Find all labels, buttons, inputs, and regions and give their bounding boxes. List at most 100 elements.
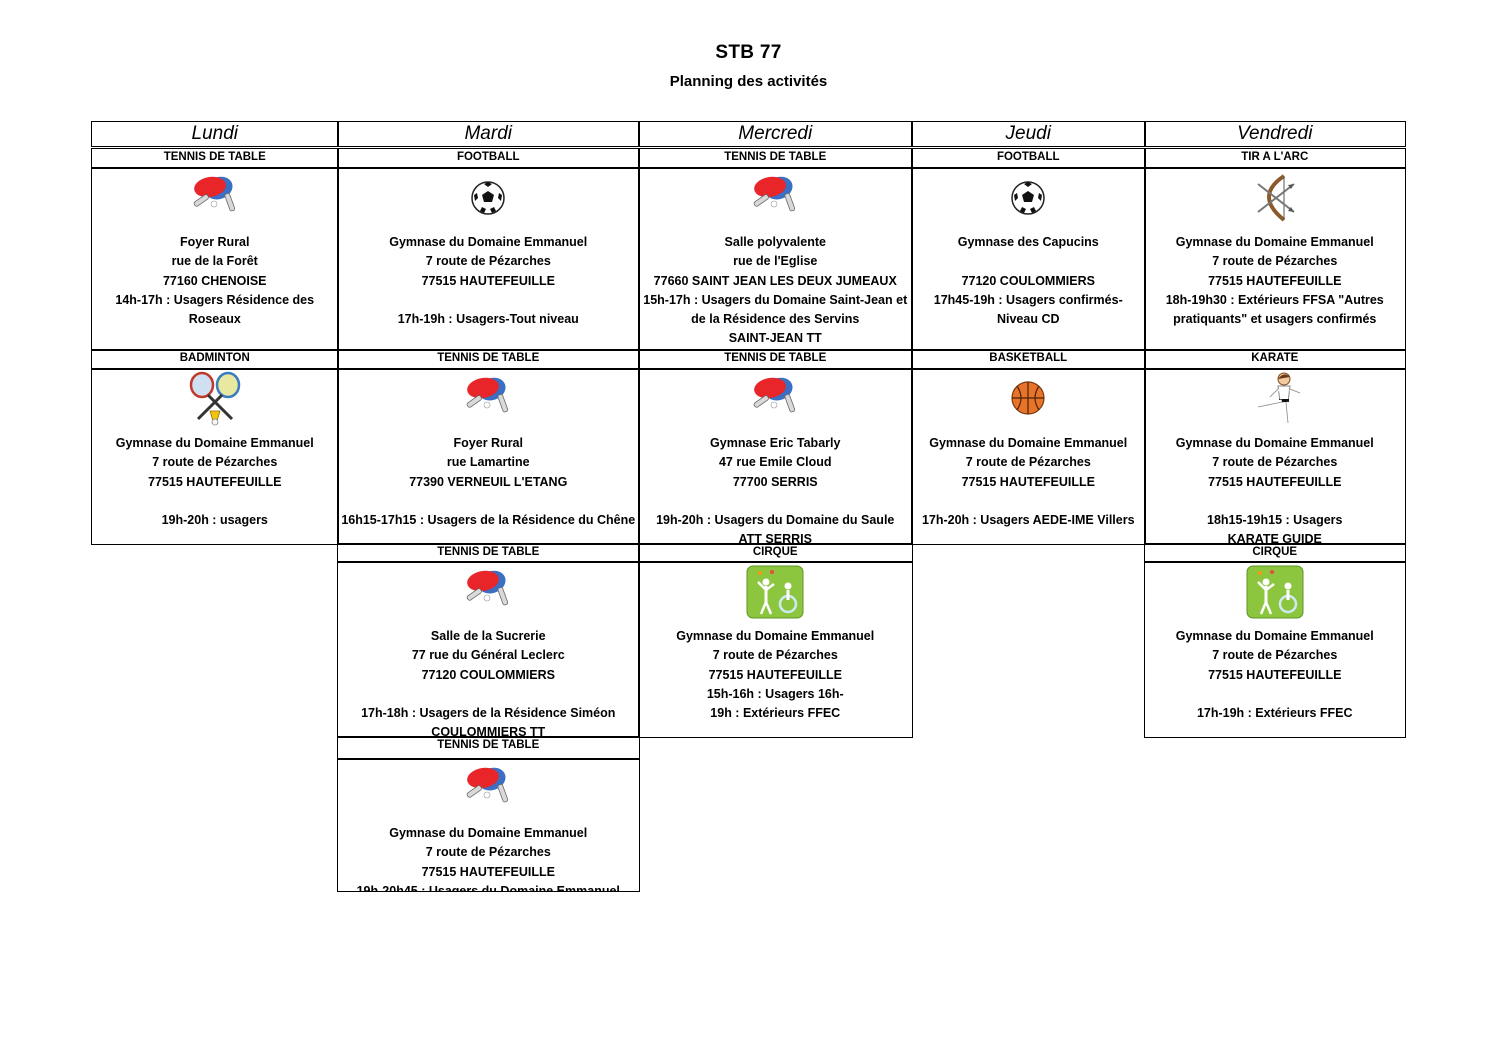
activity-detail-line: 77120 COULOMMIERS bbox=[421, 667, 555, 682]
activity-detail-line: 15h-17h : Usagers du Domaine Saint-Jean … bbox=[643, 292, 908, 307]
activity-sport-label: TENNIS DE TABLE bbox=[638, 349, 913, 370]
activity-detail-line: Gymnase du Domaine Emmanuel bbox=[115, 436, 314, 450]
activity-detail-line: 17h-20h : Usagers AEDE-IME Villers bbox=[921, 513, 1135, 528]
activity-cell: Gymnase Eric Tabarly 47 rue Emile Cloud 77… bbox=[638, 368, 913, 545]
day-header-mardi: Mardi bbox=[337, 121, 640, 147]
activity-detail-line: Roseaux bbox=[188, 312, 241, 327]
badminton-icon bbox=[184, 371, 246, 427]
activity-cell: Salle polyvalente rue de l'Eglise 77660 SA… bbox=[638, 167, 913, 351]
activity-detail-line bbox=[639, 492, 912, 511]
activity-detail-line: 18h-19h30 : Extérieurs FFSA "Autres bbox=[1165, 292, 1384, 307]
activity-cell: Salle de la Sucrerie 77 rue du Général Le… bbox=[337, 561, 640, 738]
activity-detail-line: rue de l'Eglise bbox=[733, 254, 818, 269]
activity-detail-line: 7 route de Pézarches bbox=[712, 648, 838, 663]
activity-detail-line: 77515 HAUTEFEUILLE bbox=[1208, 273, 1342, 288]
activity-detail-line: Salle polyvalente bbox=[724, 235, 826, 249]
activity-sport-label: FOOTBALL bbox=[337, 148, 640, 169]
activity-detail-line: Gymnase du Domaine Emmanuel bbox=[1175, 436, 1374, 450]
activity-detail-line: 77700 SERRIS bbox=[732, 474, 818, 489]
activity-details: Gymnase du Domaine Emmanuel 7 route de Pé… bbox=[639, 627, 912, 723]
day-header-mercredi: Mercredi bbox=[638, 121, 913, 147]
activity-cell: Gymnase du Domaine Emmanuel 7 route de Pé… bbox=[1144, 167, 1406, 351]
activity-detail-line: Foyer Rural bbox=[453, 436, 523, 450]
activity-detail-line: 7 route de Pézarches bbox=[1212, 254, 1338, 269]
activity-detail-line: pratiquants" et usagers confirmés bbox=[1173, 312, 1377, 327]
activity-detail-line: 7 route de Pézarches bbox=[152, 455, 278, 470]
activity-detail-line: 7 route de Pézarches bbox=[965, 455, 1091, 470]
circus-icon bbox=[744, 564, 806, 620]
ping-pong-icon bbox=[457, 761, 519, 817]
day-header-vendredi: Vendredi bbox=[1144, 121, 1406, 147]
activity-detail-line: ATT SERRIS bbox=[738, 532, 812, 545]
day-header-jeudi: Jeudi bbox=[911, 121, 1146, 147]
activity-sport-label: TENNIS DE TABLE bbox=[337, 736, 640, 760]
activity-detail-line bbox=[338, 291, 639, 310]
activity-detail-line: Gymnase du Domaine Emmanuel bbox=[389, 235, 588, 249]
soccer-ball-icon bbox=[997, 170, 1059, 226]
activity-cell: Gymnase du Domaine Emmanuel 7 route de Pé… bbox=[911, 368, 1146, 545]
activity-detail-line: Niveau CD bbox=[996, 312, 1060, 327]
activity-detail-line bbox=[92, 492, 338, 511]
activity-detail-line: Gymnase du Domaine Emmanuel bbox=[389, 826, 588, 840]
activity-detail-line: COULOMMIERS TT bbox=[431, 725, 546, 738]
activity-detail-line: 17h-18h : Usagers de la Résidence Siméon bbox=[361, 706, 616, 721]
activity-detail-line: 77515 HAUTEFEUILLE bbox=[961, 474, 1095, 489]
activity-detail-line: 19h : Extérieurs FFEC bbox=[710, 706, 841, 721]
day-header-lundi: Lundi bbox=[91, 121, 339, 147]
activity-detail-line: 16h15-17h15 : Usagers de la Résidence du… bbox=[341, 513, 636, 528]
activity-detail-line: 77160 CHENOISE bbox=[162, 273, 267, 288]
activity-details: Salle polyvalente rue de l'Eglise 77660 SA… bbox=[639, 233, 912, 349]
activity-detail-line: 77515 HAUTEFEUILLE bbox=[421, 864, 555, 879]
activity-detail-line: 18h15-19h15 : Usagers bbox=[1207, 513, 1343, 528]
ping-pong-icon bbox=[184, 170, 246, 226]
activity-detail-line: 47 rue Emile Cloud bbox=[718, 455, 832, 470]
bow-arrow-icon bbox=[1244, 170, 1306, 226]
activity-detail-line: Gymnase du Domaine Emmanuel bbox=[676, 629, 875, 643]
activity-detail-line bbox=[1145, 492, 1405, 511]
activity-detail-line: 17h-19h : Extérieurs FFEC bbox=[1196, 706, 1353, 721]
activity-details: Gymnase Eric Tabarly 47 rue Emile Cloud 77… bbox=[639, 434, 912, 545]
activity-detail-line: 77660 SAINT JEAN LES DEUX JUMEAUX bbox=[653, 273, 897, 288]
activity-sport-label: TIR A L'ARC bbox=[1144, 148, 1406, 169]
activity-detail-line: 77515 HAUTEFEUILLE bbox=[1208, 474, 1342, 489]
activity-sport-label: BASKETBALL bbox=[911, 349, 1146, 370]
activity-detail-line: 7 route de Pézarches bbox=[425, 254, 551, 269]
soccer-ball-icon bbox=[457, 170, 519, 226]
activity-detail-line: rue de la Forêt bbox=[171, 254, 258, 269]
activity-detail-line: 77 rue du Général Leclerc bbox=[411, 648, 565, 663]
circus-icon bbox=[1244, 564, 1306, 620]
activity-detail-line: 19h-20h : Usagers du Domaine du Saule bbox=[656, 513, 895, 528]
activity-detail-line: 19h-20h45 : Usagers du Domaine Emmanuel bbox=[356, 883, 620, 892]
page-title: STB 77 bbox=[715, 42, 782, 63]
ping-pong-icon bbox=[457, 564, 519, 620]
activity-detail-line: 7 route de Pézarches bbox=[425, 845, 551, 860]
activity-details: Gymnase du Domaine Emmanuel 7 route de Pé… bbox=[338, 824, 639, 892]
activity-detail-line: Gymnase des Capucins bbox=[957, 235, 1099, 249]
activity-detail-line: Gymnase du Domaine Emmanuel bbox=[929, 436, 1128, 450]
activity-detail-line bbox=[912, 492, 1145, 511]
activity-detail-line: 19h-20h : usagers bbox=[161, 513, 268, 528]
activity-detail-line: Gymnase du Domaine Emmanuel bbox=[1175, 235, 1374, 249]
basketball-icon bbox=[997, 371, 1059, 427]
activity-detail-line: 77515 HAUTEFEUILLE bbox=[1208, 667, 1342, 682]
activity-details: Gymnase du Domaine Emmanuel 7 route de Pé… bbox=[338, 233, 639, 329]
activity-detail-line: Salle de la Sucrerie bbox=[430, 629, 546, 643]
activity-detail-line bbox=[338, 685, 639, 704]
activity-detail-line bbox=[1145, 685, 1405, 704]
page-subtitle: Planning des activités bbox=[669, 73, 828, 90]
activity-detail-line: Gymnase Eric Tabarly bbox=[710, 436, 841, 450]
activity-sport-label: KARATE bbox=[1144, 349, 1406, 370]
activity-sport-label: TENNIS DE TABLE bbox=[337, 543, 640, 563]
activity-detail-line: 17h45-19h : Usagers confirmés- bbox=[933, 292, 1123, 307]
ping-pong-icon bbox=[744, 170, 806, 226]
activity-details: Gymnase du Domaine Emmanuel 7 route de Pé… bbox=[92, 434, 338, 530]
activity-cell: Gymnase du Domaine Emmanuel 7 route de Pé… bbox=[337, 758, 640, 892]
